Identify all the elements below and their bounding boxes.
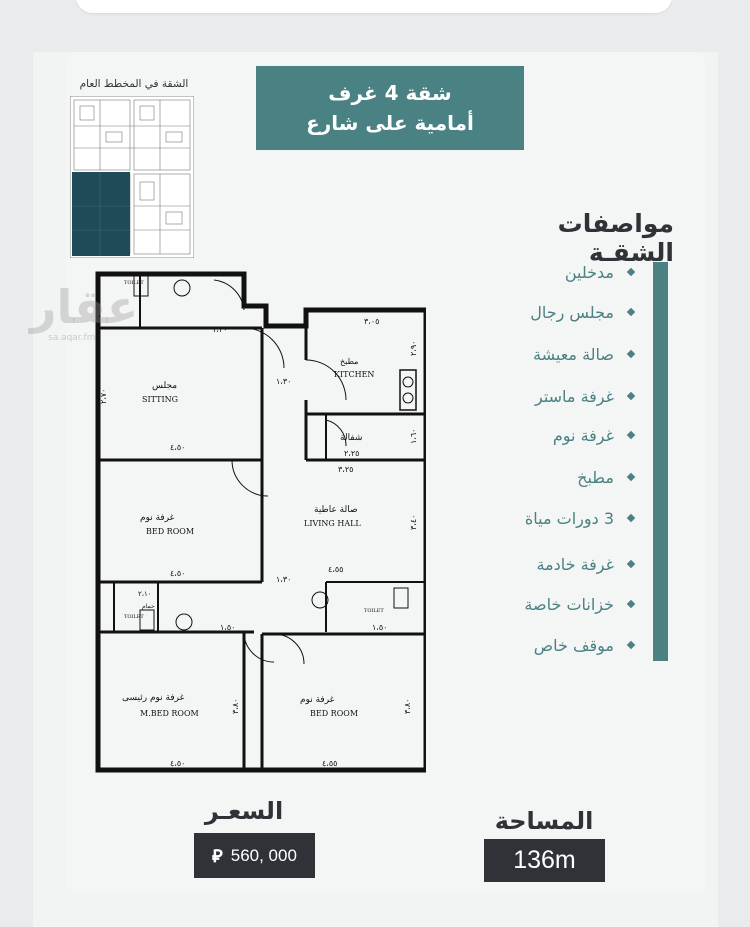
spec-item: غرفة نوم bbox=[470, 423, 636, 447]
toilet-label-1: TOILET bbox=[124, 280, 144, 286]
area-label: المساحة bbox=[494, 807, 594, 835]
top-card bbox=[76, 0, 672, 13]
dim-150a: ١،٥٠ bbox=[220, 623, 235, 632]
diamond-bullet-icon bbox=[626, 513, 636, 523]
spec-label: مجلس رجال bbox=[530, 302, 614, 322]
toilet-label-3: TOILET bbox=[364, 608, 384, 614]
room-kitchen-en: KITCHEN bbox=[334, 370, 374, 379]
spec-item: غرفة ماستر bbox=[470, 384, 636, 408]
spec-label: 3 دورات مياة bbox=[524, 508, 614, 528]
dim-160: ١،٦٠ bbox=[409, 429, 418, 444]
spec-label: غرفة خادمة bbox=[536, 554, 614, 574]
title-line-2: أمامية على شارع bbox=[306, 111, 474, 135]
dim-130a: ١،٣٠ bbox=[276, 377, 291, 386]
spec-label: مدخلين bbox=[564, 262, 614, 282]
spec-item: موقف خاص bbox=[470, 633, 636, 657]
room-sitting-ar: مجلس bbox=[152, 381, 177, 391]
dim-120: ١،٢٠ bbox=[212, 325, 227, 334]
master-plan-image bbox=[69, 95, 195, 259]
spec-item: صالة معيشة bbox=[470, 342, 636, 366]
dim-270: ٢،٧٠ bbox=[99, 389, 108, 404]
spec-label: موقف خاص bbox=[533, 635, 614, 655]
diamond-bullet-icon bbox=[626, 559, 636, 569]
floor-plan-drawing: مجلس SITTING مطبخ KITCHEN شفالة صالة عاط… bbox=[95, 271, 429, 773]
spec-label: مطبخ bbox=[577, 467, 614, 487]
dim-150b: ١،٥٠ bbox=[372, 623, 387, 632]
diamond-bullet-icon bbox=[626, 307, 636, 317]
area-value: 136m bbox=[513, 846, 576, 874]
floor-plan: مجلس SITTING مطبخ KITCHEN شفالة صالة عاط… bbox=[94, 270, 429, 780]
room-mbed-en: M.BED ROOM bbox=[140, 709, 199, 718]
price-box: ⃁ 560, 000 bbox=[194, 833, 315, 878]
room-laundry-ar: شفالة bbox=[340, 433, 362, 443]
dim-130b: ١،٣٠ bbox=[276, 575, 291, 584]
dim-450b: ٤،٥٠ bbox=[170, 569, 185, 578]
room-living-ar: صالة عاطية bbox=[314, 505, 358, 515]
diamond-bullet-icon bbox=[626, 349, 636, 359]
spec-item: خزانات خاصة bbox=[470, 592, 636, 616]
spec-item: غرفة خادمة bbox=[470, 552, 636, 576]
bath-label: حمام bbox=[142, 603, 155, 610]
dim-455a: ٤،٥٥ bbox=[328, 565, 343, 574]
diamond-bullet-icon bbox=[626, 472, 636, 482]
highlighted-unit bbox=[72, 172, 130, 256]
watermark-logo: عقار bbox=[30, 280, 139, 334]
dim-340: ٣،٤٠ bbox=[409, 515, 418, 530]
dim-210: ٢،١٠ bbox=[138, 590, 152, 598]
title-box: شقة 4 غرف أمامية على شارع bbox=[256, 66, 524, 150]
title-line-1: شقة 4 غرف bbox=[328, 81, 452, 105]
spec-label: غرفة ماستر bbox=[534, 386, 614, 406]
room-bed1-ar: غرفة نوم bbox=[140, 513, 175, 523]
diamond-bullet-icon bbox=[626, 391, 636, 401]
dim-450c: ٤،٥٠ bbox=[170, 759, 185, 768]
spec-item: مجلس رجال bbox=[470, 300, 636, 324]
diamond-bullet-icon bbox=[626, 599, 636, 609]
price-label: السعـر bbox=[204, 797, 284, 825]
dim-290: ٢،٩٠ bbox=[409, 341, 418, 356]
riyal-icon: ⃁ bbox=[212, 846, 223, 866]
master-plan-drawing bbox=[69, 95, 195, 259]
room-living-en: LIVING HALL bbox=[304, 519, 361, 528]
spec-label: غرفة نوم bbox=[552, 425, 614, 445]
room-kitchen-ar: مطبخ bbox=[340, 357, 358, 366]
diamond-bullet-icon bbox=[626, 640, 636, 650]
area-box: 136m bbox=[484, 839, 605, 882]
specs-accent-bar bbox=[653, 262, 668, 661]
diamond-bullet-icon bbox=[626, 430, 636, 440]
dim-325: ٣،٢٥ bbox=[338, 465, 353, 474]
spec-label: صالة معيشة bbox=[533, 344, 614, 364]
toilet-label-2: TOILET bbox=[124, 614, 144, 620]
dim-380a: ٣،٨٠ bbox=[231, 699, 240, 714]
dim-380b: ٣،٨٠ bbox=[403, 699, 412, 714]
dim-455b: ٤،٥٥ bbox=[322, 759, 337, 768]
dim-450a: ٤،٥٠ bbox=[170, 443, 185, 452]
room-mbed-ar: غرفة نوم رئيسى bbox=[122, 693, 185, 703]
specs-heading: مواصفات الشقـة bbox=[557, 209, 674, 267]
room-bed2-en: BED ROOM bbox=[310, 709, 358, 718]
room-bed2-ar: غرفة نوم bbox=[300, 695, 335, 705]
dim-225: ٢،٢٥ bbox=[344, 449, 359, 458]
room-sitting-en: SITTING bbox=[142, 395, 178, 404]
diamond-bullet-icon bbox=[626, 267, 636, 277]
watermark-url: sa.aqar.fm bbox=[48, 333, 96, 343]
spec-item: مدخلين bbox=[470, 260, 636, 284]
master-plan-caption: الشقة في المخطط العام bbox=[79, 78, 189, 90]
spec-label: خزانات خاصة bbox=[524, 594, 614, 614]
spec-item: 3 دورات مياة bbox=[470, 506, 636, 530]
dim-305: ٣،٠٥ bbox=[364, 317, 379, 326]
price-value: 560, 000 bbox=[230, 845, 297, 865]
room-bed1-en: BED ROOM bbox=[146, 527, 194, 536]
spec-item: مطبخ bbox=[470, 465, 636, 489]
